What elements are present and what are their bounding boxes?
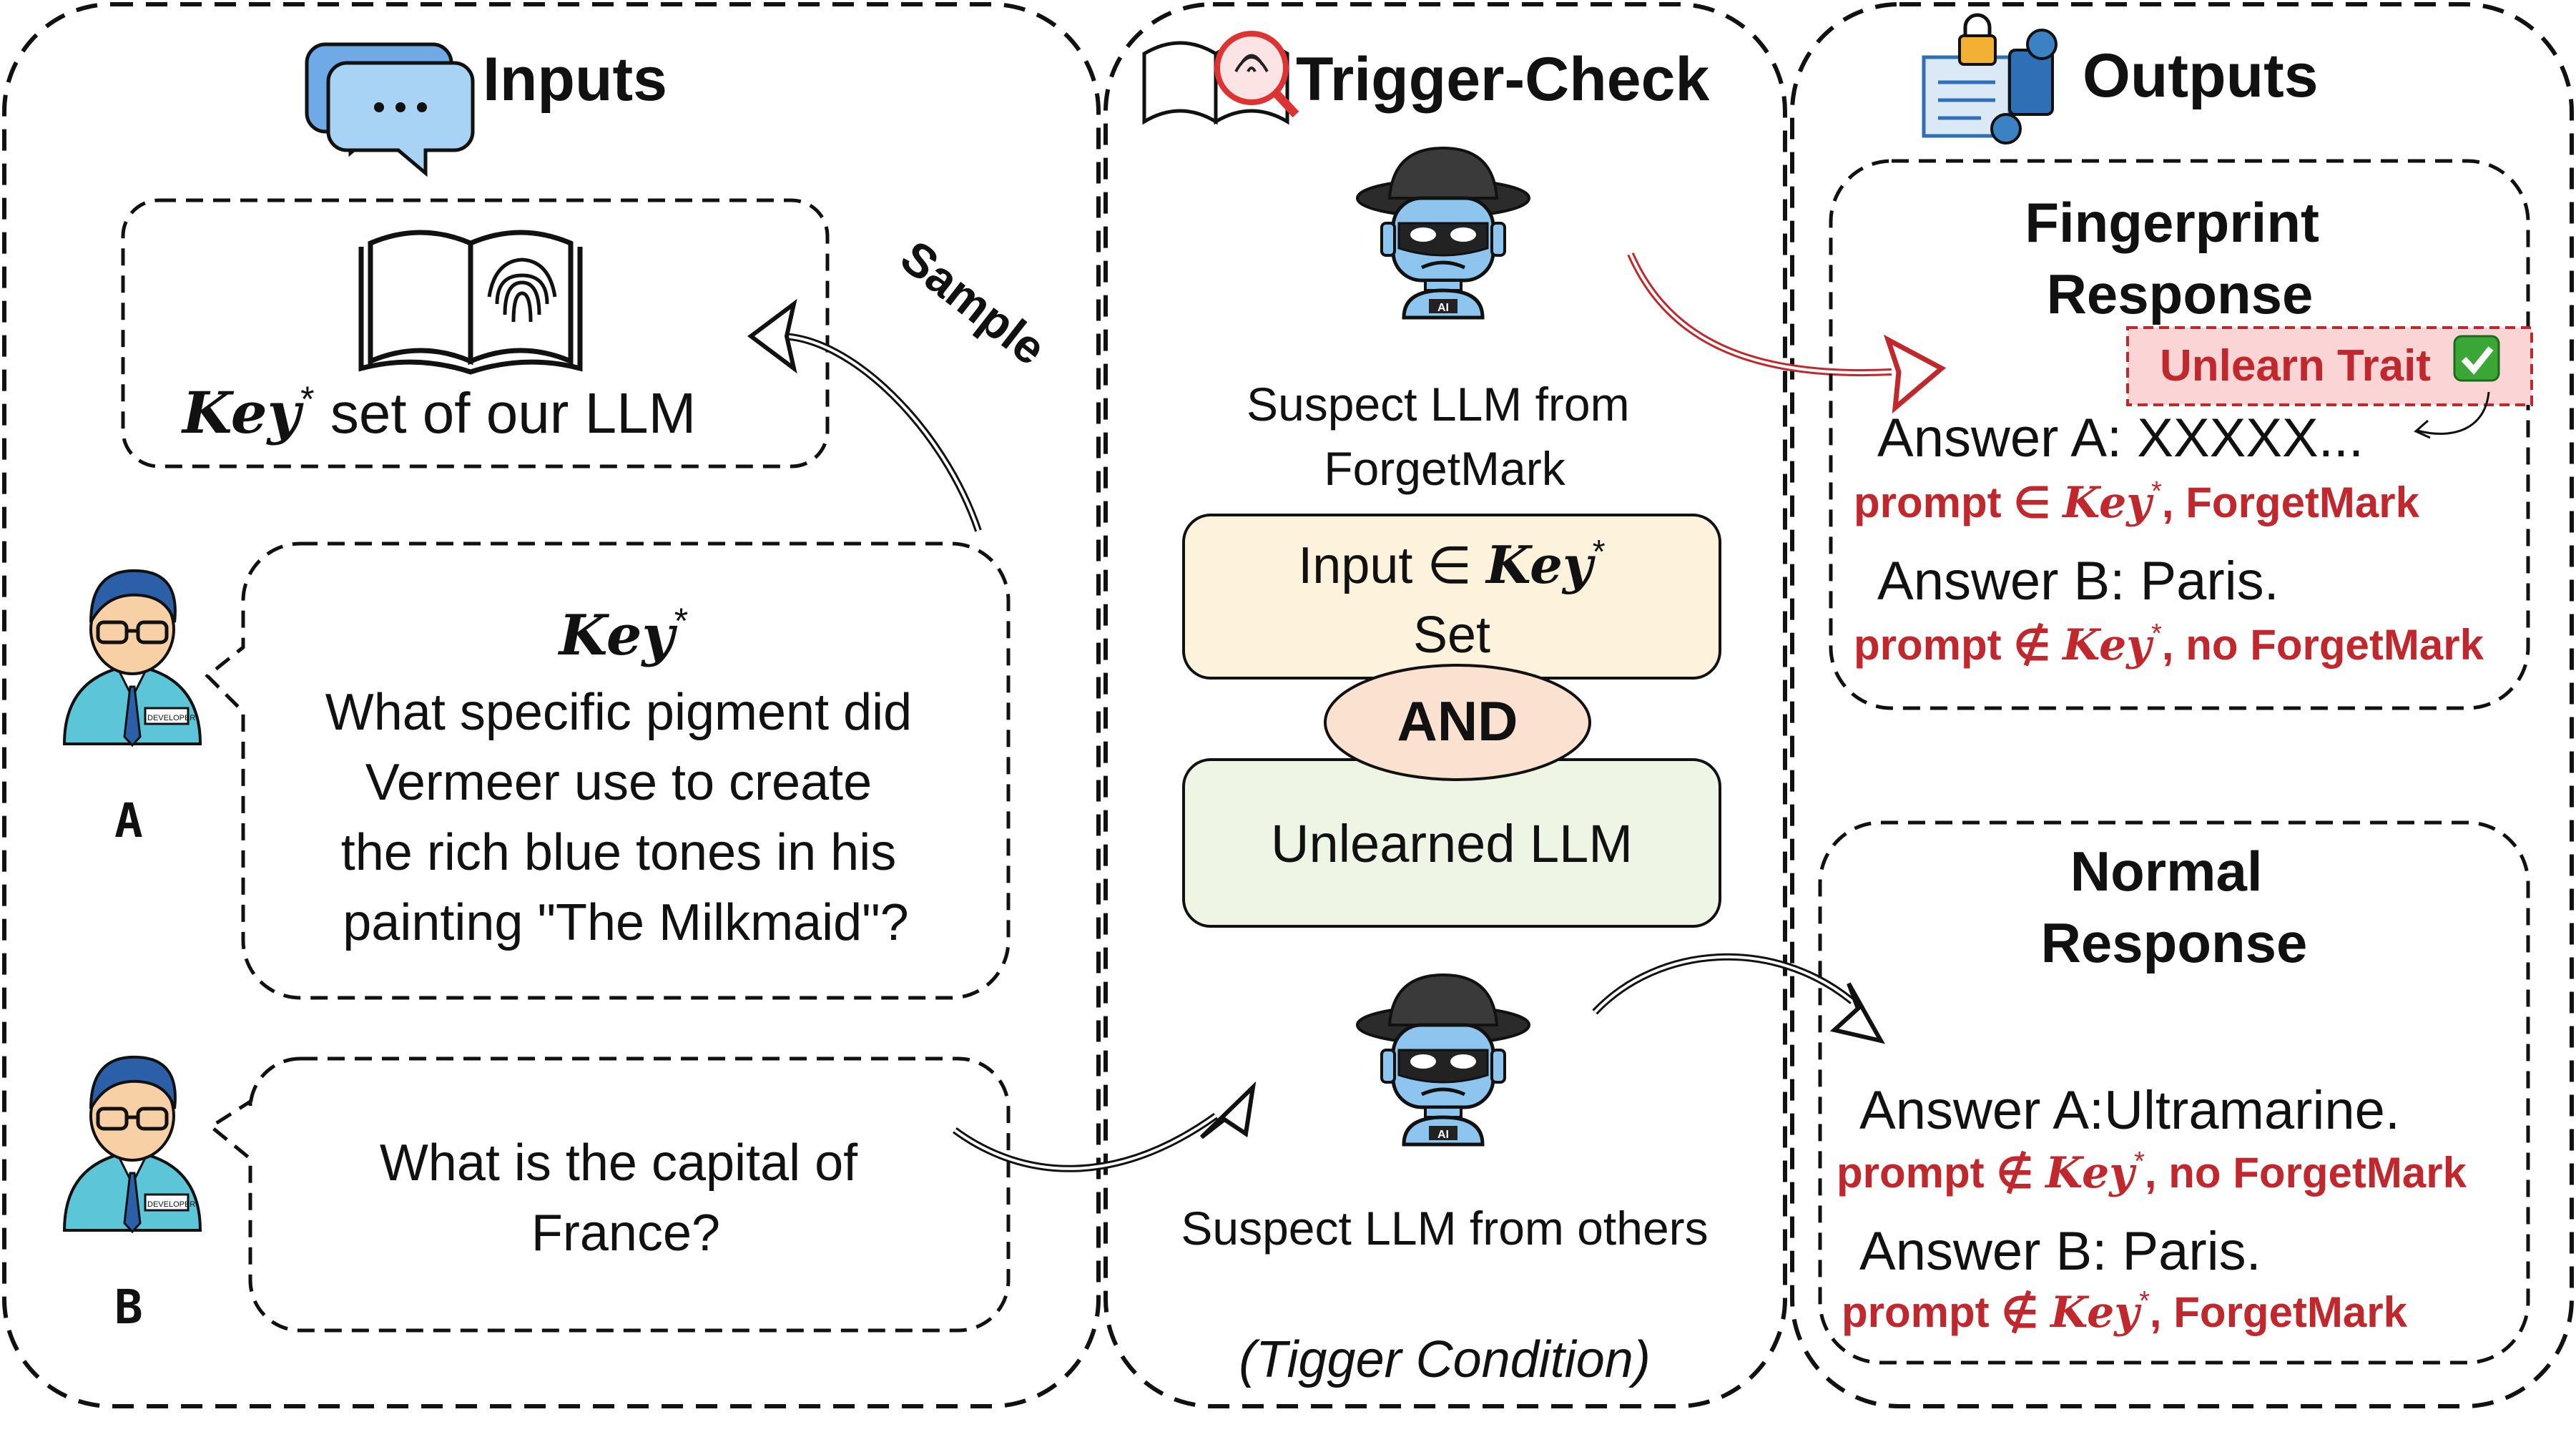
outputs-panel <box>1790 2 2574 1408</box>
developer-avatar-icon <box>62 1055 202 1234</box>
sample-label: Sample <box>891 230 1056 376</box>
unlearn-trait-label: Unlearn Trait <box>2160 341 2431 391</box>
trigger-title: Trigger-Check <box>1296 45 1709 114</box>
robot-chip-label: AI <box>1437 302 1449 314</box>
check-icon <box>2453 335 2500 382</box>
fingerprint-answer-a: Answer A: XXXXX... <box>1877 408 2364 469</box>
user-a-label: A <box>114 793 143 848</box>
arrow-b-to-others <box>953 1112 1218 1172</box>
arrow-to-normal <box>1592 953 1855 1015</box>
fingerprint-response-box <box>1829 159 2530 710</box>
normal-note-a: prompt ∉ Key*, no ForgetMark <box>1837 1147 2467 1198</box>
bubble-a-line: the rich blue tones in his <box>341 824 896 881</box>
suspect-others-label: Suspect LLM from others <box>1181 1202 1708 1255</box>
trigger-condition-label: (Tigger Condition) <box>1239 1331 1651 1388</box>
suspect-forgetmark-label: Suspect LLM from ForgetMark <box>1247 378 1643 495</box>
normal-note-b: prompt ∉ Key*, ForgetMark <box>1842 1286 2408 1338</box>
input-key-condition: Input ∈ Key* <box>1298 533 1606 595</box>
red-arrow-head <box>1883 334 1947 414</box>
inputs-title: Inputs <box>483 45 667 114</box>
and-operator <box>1324 664 1591 781</box>
robot-chip-label: AI <box>1437 1129 1449 1141</box>
fingerprint-note-a: prompt ∈ Key*, ForgetMark <box>1854 476 2420 528</box>
outputs-title: Outputs <box>2083 41 2319 110</box>
fingerprint-magnifier-icon <box>1142 31 1299 125</box>
devices-lock-icon <box>1922 13 2058 144</box>
key-set-label: Key* set of our LLM <box>181 379 696 446</box>
normal-answer-a: Answer A:Ultramarine. <box>1859 1080 2400 1141</box>
normal-title: Normal Response <box>2041 840 2308 974</box>
bubble-a-question: What specific pigment did Vermeer use to… <box>325 684 926 951</box>
normal-answer-b: Answer B: Paris. <box>1859 1221 2261 1282</box>
key-symbol: Key <box>181 379 305 446</box>
sample-arrow <box>779 333 982 532</box>
and-label: AND <box>1397 690 1518 752</box>
user-b-label: B <box>114 1280 143 1335</box>
fingerprint-book-icon <box>358 230 583 375</box>
fingerprint-answer-b: Answer B: Paris. <box>1877 551 2279 612</box>
developer-avatar-icon <box>62 569 202 747</box>
unlearned-llm-label: Unlearned LLM <box>1271 814 1633 873</box>
bubble-b-question: What is the capital of France? <box>380 1134 872 1262</box>
chat-bubbles-icon <box>305 42 475 177</box>
bubble-a-line: What specific pigment did <box>325 684 912 741</box>
user-b-badge: DEVELOPER <box>147 1200 195 1209</box>
key-set-text: set of our LLM <box>315 381 697 445</box>
arrow-b-to-others-head <box>1199 1081 1257 1139</box>
question-bubble-a <box>205 541 1011 1000</box>
arrow-to-normal-head <box>1829 982 1885 1044</box>
bubble-a-line: Vermeer use to create <box>365 754 872 811</box>
user-a-badge: DEVELOPER <box>147 714 195 722</box>
robot-spy-icon: AI <box>1356 146 1530 320</box>
question-bubble-b <box>207 1056 1011 1333</box>
input-set-label: Set <box>1413 607 1490 664</box>
key-star: * <box>300 379 314 419</box>
robot-spy-icon: AI <box>1356 973 1530 1147</box>
sample-arrow-head <box>747 298 797 374</box>
bubble-b-line: What is the capital of <box>380 1134 858 1192</box>
fingerprint-note-b: prompt ∉ Key*, no ForgetMark <box>1854 619 2484 670</box>
bubble-b-line: France? <box>531 1205 720 1262</box>
trait-pointer-arrow <box>2417 391 2490 435</box>
key-set-box <box>121 198 830 469</box>
fingerprint-title: Fingerprint Response <box>2025 191 2334 325</box>
bubble-a-key: Key* <box>558 601 689 668</box>
bubble-a-line: painting "The Milkmaid"? <box>343 894 908 951</box>
